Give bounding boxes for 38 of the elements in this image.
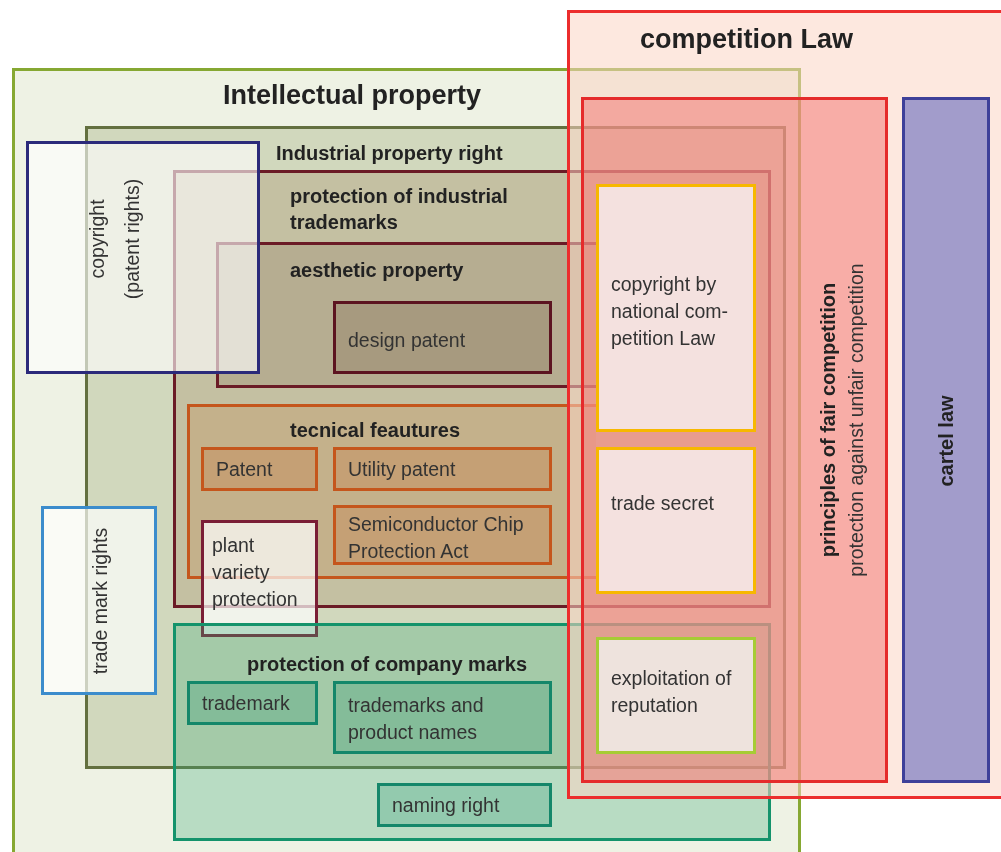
box-label: copyright [84,198,109,281]
box-title: tecnical feautures [290,418,462,443]
category-box [377,783,552,827]
box-label: plant variety protection [212,533,299,612]
category-box [333,505,552,565]
category-box [187,681,318,725]
box-title: aesthetic property [290,258,465,283]
box-label: design patent [348,328,467,353]
box-label: copyright by national com-petition Law [611,272,730,351]
category-box [902,97,990,783]
box-title: protection of industrial trademarks [290,184,509,235]
category-box [596,637,756,754]
box-title: cartel law [934,394,958,489]
category-box [201,447,318,491]
category-box [596,447,756,594]
box-title: principles of fair competition [816,281,840,560]
box-label: protection against unfair competition [843,262,868,579]
box-label: Utility patent [348,457,457,482]
box-label: Patent [216,457,274,482]
category-box [26,141,260,374]
category-box [333,301,552,374]
box-label: trademarks and product names [348,693,485,745]
box-label: trade mark rights [87,526,112,677]
box-title: competition Law [640,23,854,56]
category-box [41,506,157,695]
box-title: Intellectual property [223,79,483,112]
box-label: (patent rights) [119,177,144,302]
box-label: trademark [202,691,291,716]
box-label: exploitation of reputation [611,666,733,718]
category-box [596,184,756,432]
box-title: Industrial property right [276,141,504,166]
box-label: trade secret [611,491,715,516]
box-label: Semiconductor Chip Protection Act [348,512,525,564]
category-box [333,447,552,491]
category-box [201,520,318,637]
box-label: naming right [392,793,501,818]
category-box [333,681,552,754]
box-title: protection of company marks [247,652,529,677]
